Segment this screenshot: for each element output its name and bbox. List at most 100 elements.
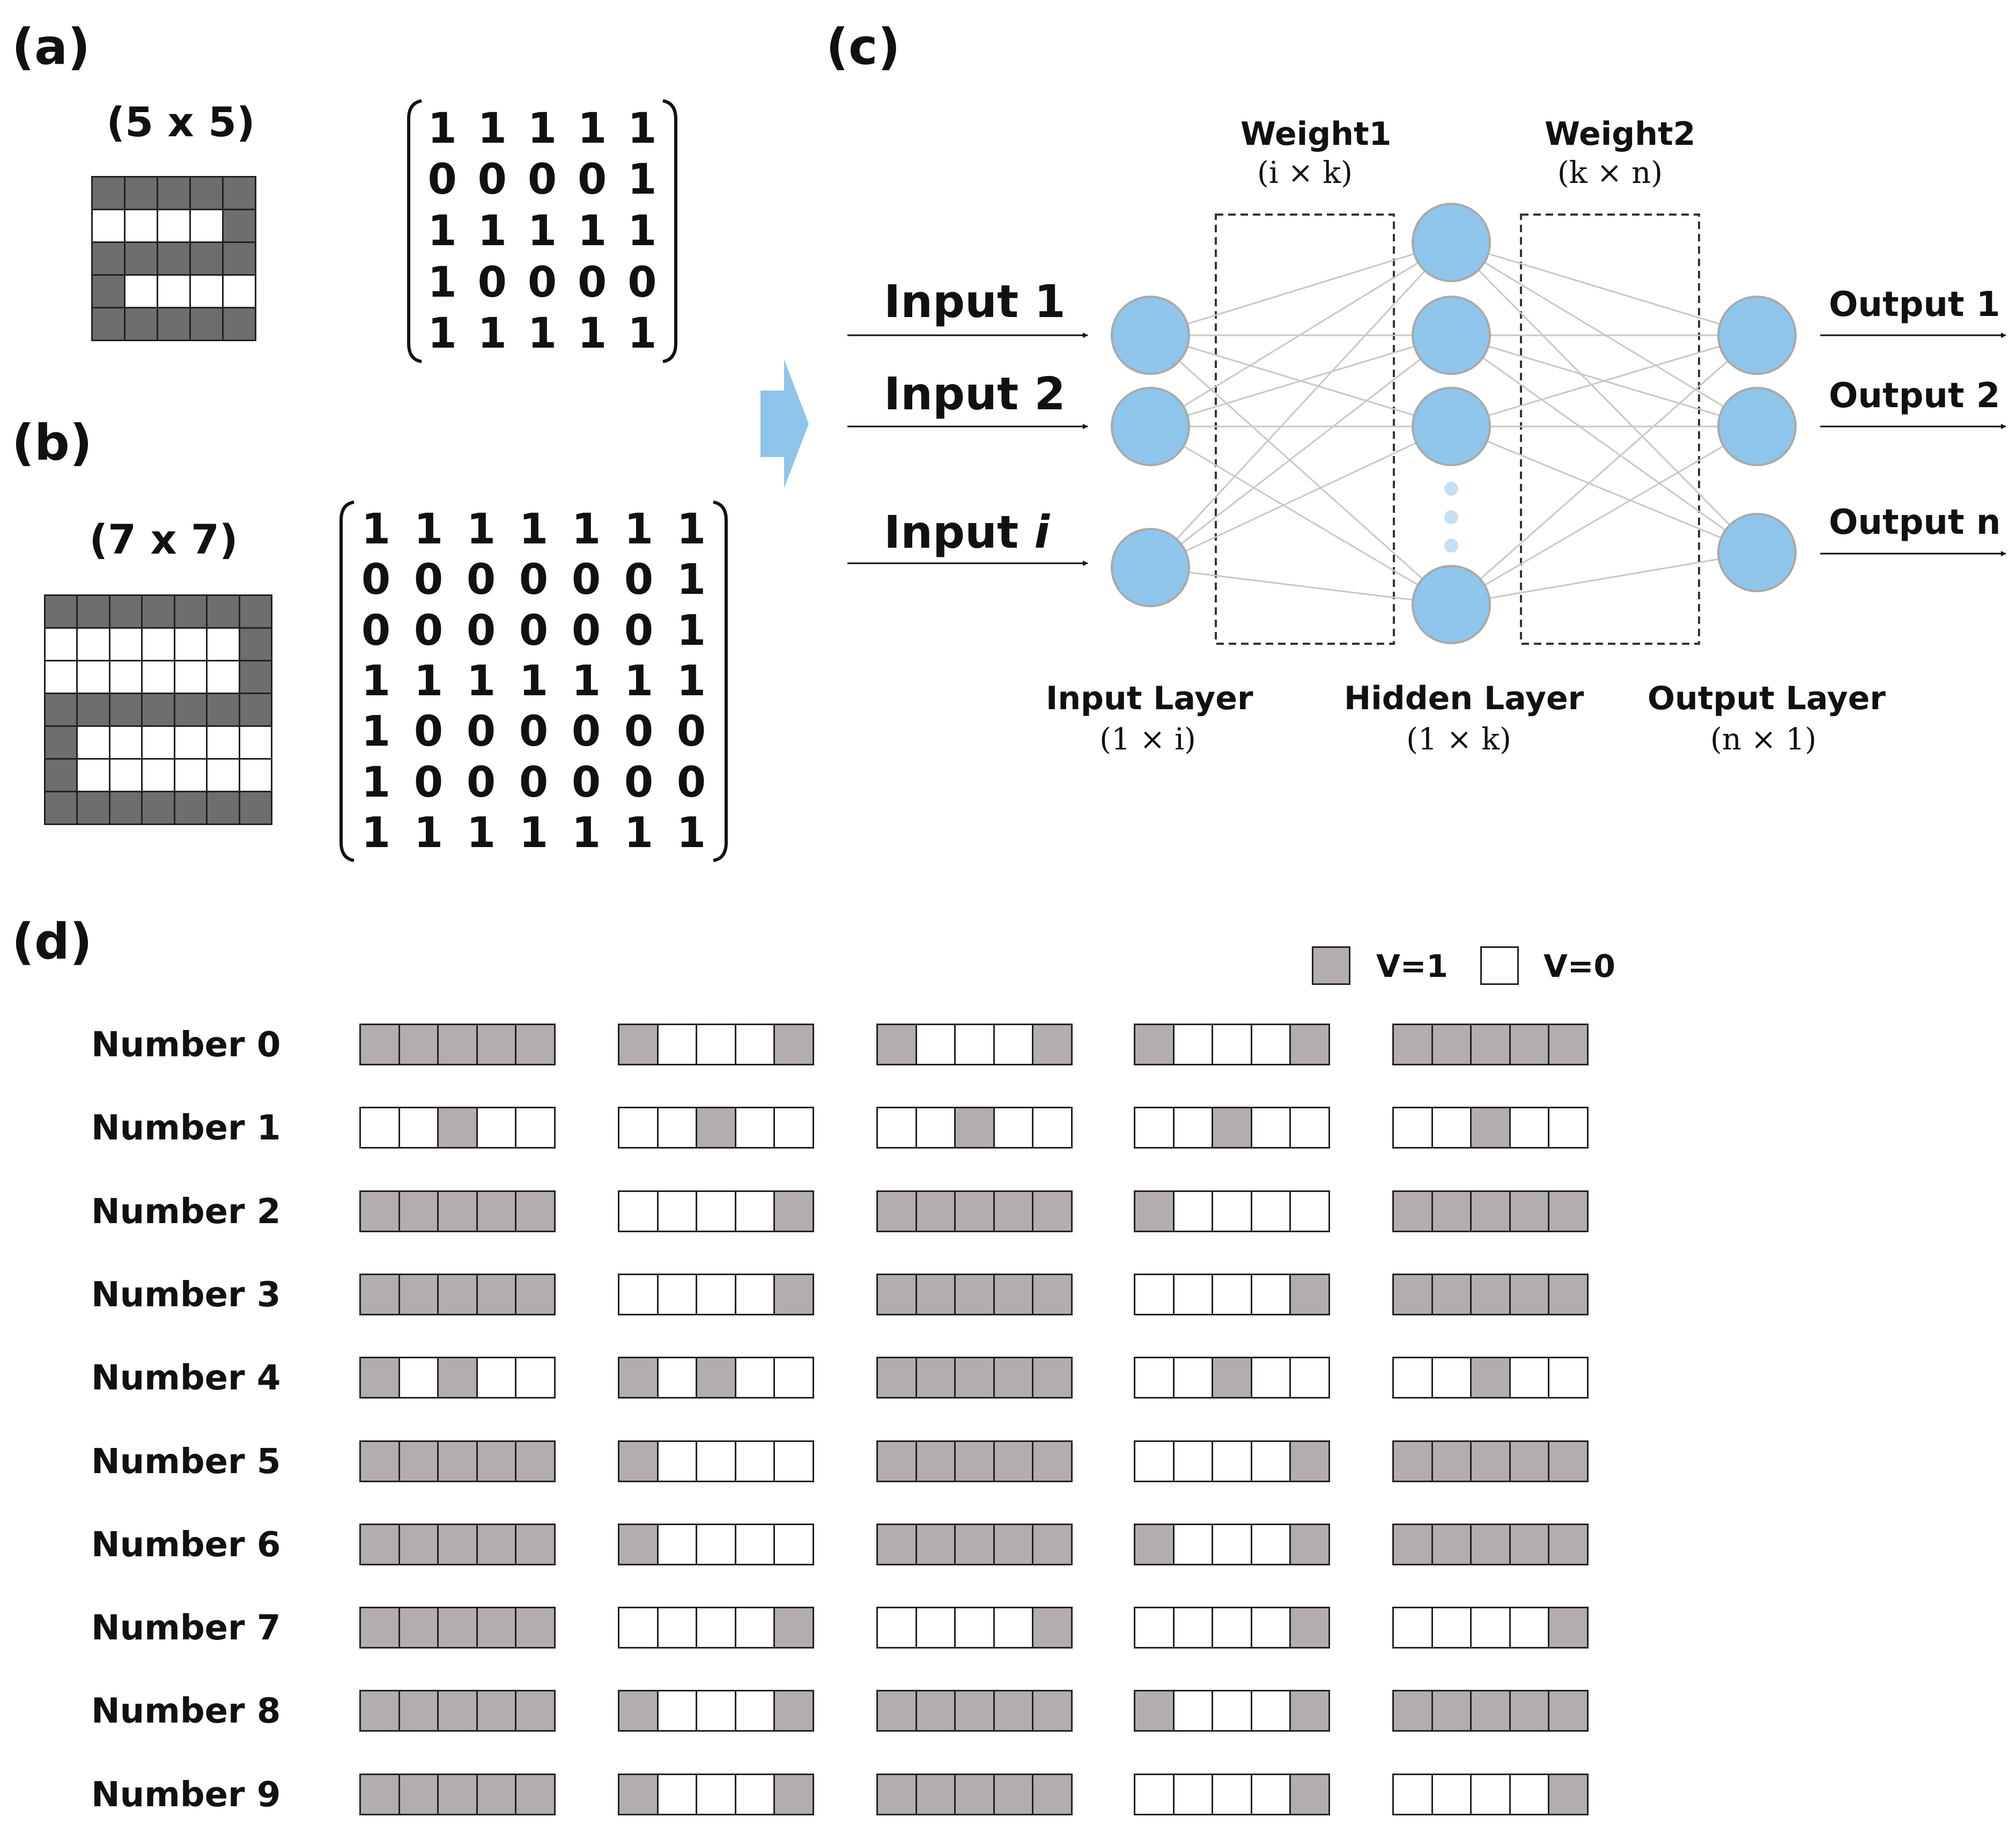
panel-b-matrix-entry: 1: [361, 657, 391, 705]
cell-off: [878, 1108, 915, 1147]
panel-label-a: (a): [12, 18, 91, 76]
cell-off: [956, 1025, 993, 1064]
digit-row-segment: [618, 1523, 814, 1565]
input-label-2: Input 2: [884, 367, 1066, 420]
cell-on: [439, 1608, 476, 1647]
cell-on: [516, 1525, 554, 1564]
cell-on: [878, 1358, 915, 1397]
panel-a-matrix-entry: 1: [627, 310, 657, 358]
cell-off: [736, 1525, 774, 1564]
cell-off: [619, 1108, 657, 1147]
panel-a-pixel-cell: [125, 210, 157, 241]
cell-on: [516, 1275, 554, 1314]
panel-b-pixel-cell: [208, 629, 239, 660]
cell-on: [994, 1525, 1032, 1564]
cell-off: [1549, 1108, 1587, 1147]
panel-a-pixel-cell: [158, 276, 189, 307]
cell-off: [1252, 1441, 1290, 1481]
panel-b-matrix-entry: 0: [519, 556, 549, 605]
cell-off: [697, 1608, 735, 1647]
panel-b-matrix-entry: 1: [361, 808, 391, 857]
cell-off: [658, 1525, 696, 1564]
cell-on: [994, 1358, 1032, 1397]
digit-row-segment: [1392, 1107, 1589, 1149]
cell-off: [516, 1108, 554, 1147]
panel-b-matrix-entry: 1: [624, 808, 654, 857]
panel-b-pixel-cell: [240, 727, 271, 758]
digit-row-segment: [359, 1690, 556, 1732]
cell-on: [775, 1191, 813, 1231]
cell-off: [1291, 1191, 1328, 1231]
panel-b-pixel-cell: [208, 792, 239, 823]
cell-on: [1510, 1441, 1548, 1481]
panel-b-matrix-entry: 1: [466, 505, 496, 554]
cell-on: [1432, 1441, 1471, 1481]
cell-on: [1213, 1358, 1251, 1397]
weight1-connection: [1150, 425, 1452, 606]
digit-row-segment: [1392, 1690, 1589, 1732]
panel-b-matrix-entry: 1: [519, 657, 549, 705]
digit-row-segment: [359, 1273, 556, 1315]
cell-on: [878, 1025, 915, 1064]
cell-on: [917, 1525, 955, 1564]
panel-b-pixel-cell: [110, 760, 142, 791]
cell-on: [516, 1775, 554, 1814]
panel-a-matrix-entry: 1: [627, 104, 657, 153]
panel-a-matrix-entry: 1: [527, 104, 557, 153]
cell-on: [878, 1775, 915, 1814]
weight1-dims: (i × k): [1257, 156, 1353, 190]
cell-off: [1213, 1775, 1251, 1814]
cell-off: [697, 1441, 735, 1481]
panel-a-pixel-cell: [191, 243, 222, 274]
cell-off: [400, 1358, 438, 1397]
cell-on: [956, 1191, 993, 1231]
cell-off: [1135, 1275, 1173, 1314]
cell-off: [1510, 1608, 1548, 1647]
digit-row-segment: [1134, 1523, 1330, 1565]
panel-b-pixel-cell: [143, 792, 174, 823]
cell-off: [1135, 1775, 1173, 1814]
panel-b-pixel-cell: [110, 727, 142, 758]
panel-b-matrix-entry: 0: [624, 758, 654, 807]
cell-on: [1432, 1191, 1471, 1231]
cell-on: [439, 1191, 476, 1231]
panel-b-matrix-entry: 1: [361, 758, 391, 807]
cell-off: [956, 1608, 993, 1647]
digit-row-segment: [1392, 1607, 1589, 1649]
cell-on: [1549, 1275, 1587, 1314]
panel-b-matrix-entry: 0: [676, 758, 706, 807]
legend-label-off: V=0: [1544, 948, 1615, 984]
panel-b-pixel-cell: [175, 760, 206, 791]
cell-off: [736, 1191, 774, 1231]
panel-a-matrix-entry: 1: [427, 310, 457, 358]
panel-a-pixel-cell: [93, 243, 124, 274]
panel-b-pixel-cell: [143, 694, 174, 725]
panel-a-pixel-cell: [224, 210, 255, 241]
cell-off: [1174, 1608, 1212, 1647]
panel-b-matrix-entry: 0: [676, 708, 706, 756]
panel-b-matrix-entry: 0: [519, 758, 549, 807]
cell-on: [361, 1025, 398, 1064]
digit-row-segment: [359, 1107, 556, 1149]
panel-a-matrix-entry: 1: [527, 207, 557, 255]
panel-b-pixel-cell: [78, 596, 109, 627]
cell-on: [956, 1108, 993, 1147]
cell-on: [1472, 1441, 1509, 1481]
panel-b-pixel-cell: [143, 661, 174, 693]
cell-on: [400, 1275, 438, 1314]
cell-on: [956, 1441, 993, 1481]
cell-off: [1213, 1025, 1251, 1064]
panel-label-c: (c): [826, 18, 900, 76]
panel-a-pixel-cell: [191, 210, 222, 241]
input-label-i: Input i: [884, 506, 1050, 558]
panel-b-matrix-entry: 0: [413, 556, 444, 605]
panel-b-matrix-entry: 0: [571, 606, 601, 655]
cell-on: [917, 1358, 955, 1397]
cell-on: [775, 1025, 813, 1064]
panel-a-matrix-entry: 1: [627, 207, 657, 255]
digit-row-segment: [618, 1607, 814, 1649]
cell-on: [1291, 1608, 1328, 1647]
digit-row-segment: [359, 1773, 556, 1815]
digit-row-segment: [876, 1523, 1073, 1565]
cell-off: [658, 1275, 696, 1314]
